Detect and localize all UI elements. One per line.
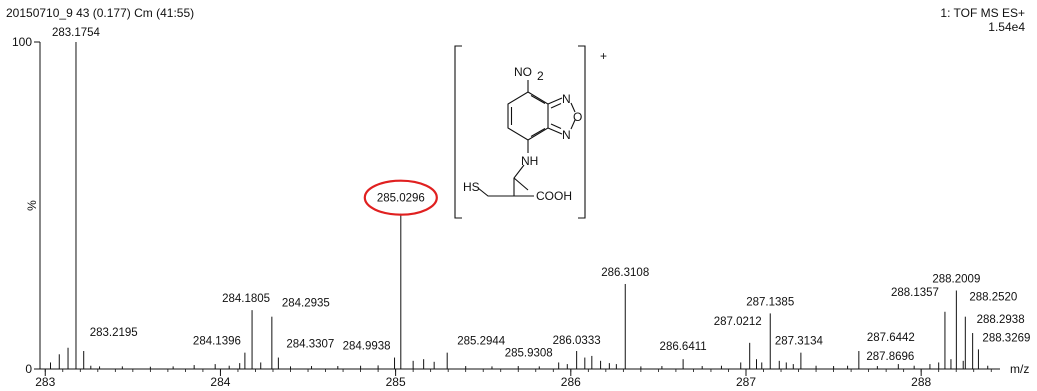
peak-label: 286.6411: [660, 341, 707, 353]
peak-label: 283.1754: [52, 27, 101, 39]
chemical-structure-labels: + NO 2 N O N NH HS COOH: [463, 49, 607, 203]
chart-axes: 0 100% 283 284 285 286 287 288 m/z: [12, 35, 1029, 389]
highlight-circle: [363, 179, 438, 216]
peak-label: 285.0296: [377, 193, 425, 205]
y-tick-label: 0: [25, 362, 32, 376]
thiol-label: HS: [463, 180, 480, 194]
peak-label: 287.1385: [746, 296, 794, 308]
ring-n-top: N: [562, 92, 571, 106]
y-axis-label: %: [25, 200, 39, 211]
peak-label: 288.1357: [891, 287, 939, 299]
peak-label: 285.9308: [505, 347, 553, 359]
amine-label: NH: [521, 154, 538, 168]
peak-label: 286.0333: [553, 335, 601, 347]
x-tick-label: 287: [736, 375, 756, 389]
peak-label: 285.2944: [457, 336, 506, 348]
ring-o: O: [573, 110, 582, 124]
acid-label: COOH: [536, 189, 572, 203]
nitro-subscript: 2: [537, 69, 544, 83]
peak-label: 287.6442: [867, 332, 915, 344]
x-tick-label: 288: [911, 375, 931, 389]
peak-label: 284.1805: [222, 293, 270, 305]
oxadiazole-ring: [547, 97, 576, 135]
side-chain: [477, 164, 534, 197]
spectrum-max-intensity: 1.54e4: [988, 20, 1025, 34]
spectrum-mode: 1: TOF MS ES+: [940, 6, 1025, 20]
spectrum-sample-info: 20150710_9 43 (0.177) Cm (41:55): [6, 6, 195, 20]
nitro-label: NO: [514, 65, 532, 79]
ring-n-bottom: N: [562, 128, 571, 142]
peak-label: 288.2938: [977, 314, 1025, 326]
chart-peak-labels: 283.1754 283.2195 284.1396 284.1805 284.2935…: [52, 27, 1030, 363]
x-tick-label: 286: [561, 375, 581, 389]
peak-label: 283.2195: [90, 327, 138, 339]
x-tick-label: 284: [210, 375, 230, 389]
peak-label: 284.2935: [282, 298, 330, 310]
chart-peaks: [50, 42, 989, 369]
left-bracket: [454, 45, 462, 219]
x-axis-label: m/z: [1010, 362, 1029, 376]
peak-label: 288.2520: [969, 292, 1017, 304]
peak-label: 287.8696: [866, 351, 914, 363]
peak-label: 284.3307: [286, 339, 334, 351]
oxadiazole-double-bonds: [550, 102, 562, 130]
peak-label: 286.3108: [601, 267, 649, 279]
chemical-structure: [454, 45, 586, 219]
x-tick-label: 285: [386, 375, 406, 389]
peak-label: 284.1396: [193, 336, 241, 348]
x-tick-label: 283: [35, 375, 55, 389]
peak-label: 284.9938: [343, 341, 391, 353]
peak-label: 288.2009: [932, 274, 980, 286]
peak-label: 287.3134: [775, 336, 824, 348]
peak-label: 288.3269: [982, 332, 1030, 344]
benzene-ring: [507, 91, 549, 141]
peak-label: 287.0212: [714, 316, 762, 328]
y-tick-label: 100: [12, 35, 32, 49]
benzene-double-bonds: [510, 95, 546, 137]
charge-sign: +: [600, 49, 607, 63]
right-bracket: [578, 45, 586, 219]
